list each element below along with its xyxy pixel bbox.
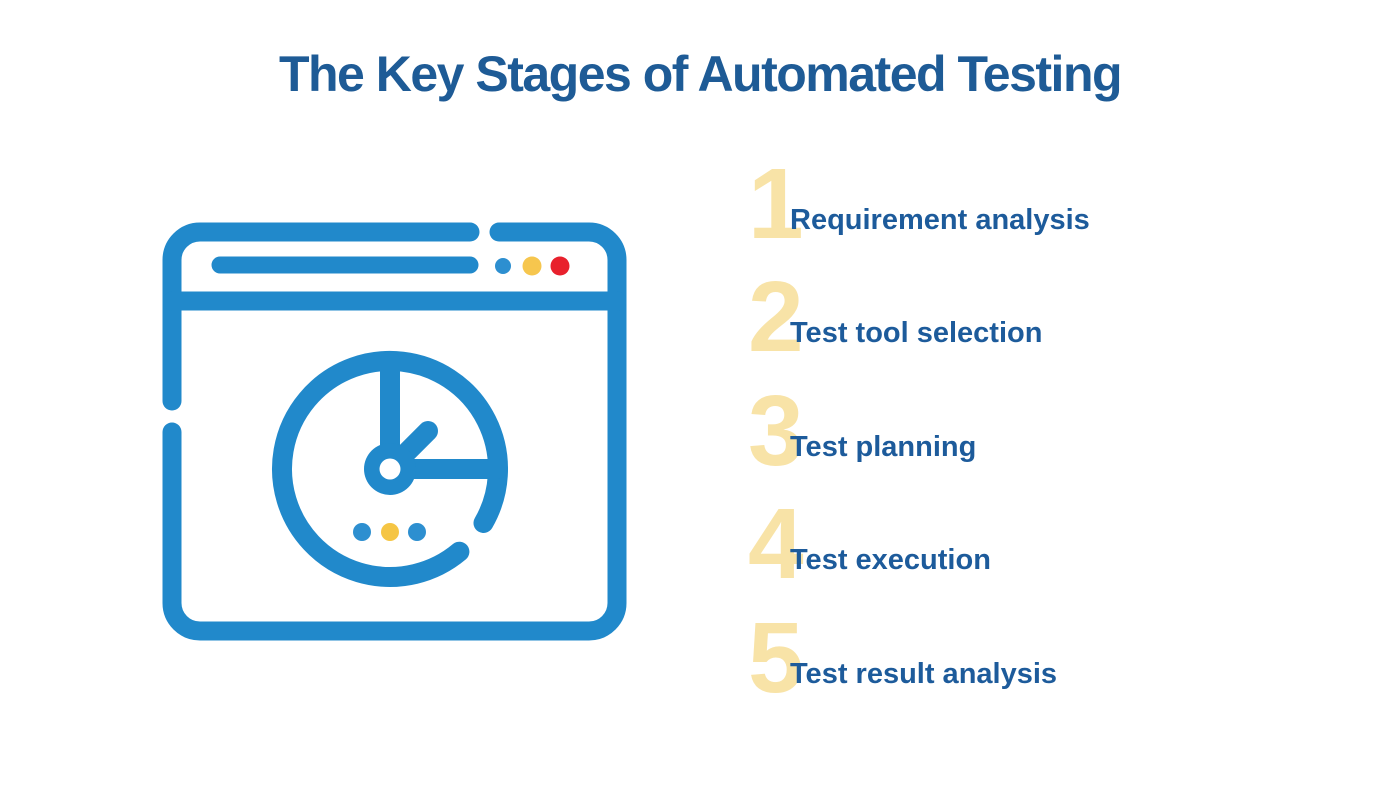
- stage-number: 2: [748, 261, 804, 373]
- browser-frame-top-left: [162, 222, 480, 411]
- stage-number: 4: [748, 488, 804, 600]
- stage-item-5: 5 Test result analysis: [740, 604, 1180, 714]
- browser-window-icon: [162, 222, 627, 641]
- stage-label: Test result analysis: [790, 658, 1058, 690]
- browser-clock-illustration: [162, 222, 627, 641]
- stage-label: Test planning: [790, 431, 977, 463]
- clock-dot-right-icon: [408, 523, 426, 541]
- stages-list: 1 Requirement analysis 2 Test tool selec…: [740, 0, 1180, 800]
- stage-item-3: 3 Test planning: [740, 377, 1180, 487]
- stage-item-4: 4 Test execution: [740, 490, 1180, 600]
- clock-dot-middle-icon: [381, 523, 399, 541]
- stage-number: 5: [748, 602, 804, 714]
- toolbar-dot-yellow-icon: [522, 256, 542, 276]
- stage-item-2: 2 Test tool selection: [740, 263, 1180, 373]
- clock-face-arc: [272, 351, 508, 587]
- stage-label: Requirement analysis: [790, 204, 1090, 236]
- clock-dot-left-icon: [353, 523, 371, 541]
- stage-label: Test execution: [790, 544, 991, 576]
- toolbar-dot-red-icon: [550, 256, 570, 276]
- browser-frame-main: [162, 222, 627, 641]
- clock-center-hole: [379, 458, 401, 480]
- page-title: The Key Stages of Automated Testing: [278, 46, 1123, 102]
- stage-label: Test tool selection: [790, 317, 1043, 349]
- clock-icon: [272, 351, 508, 587]
- stage-number: 3: [748, 375, 804, 487]
- stage-number: 1: [748, 148, 804, 260]
- toolbar-dot-blue-icon: [495, 258, 511, 274]
- stage-item-1: 1 Requirement analysis: [740, 150, 1180, 260]
